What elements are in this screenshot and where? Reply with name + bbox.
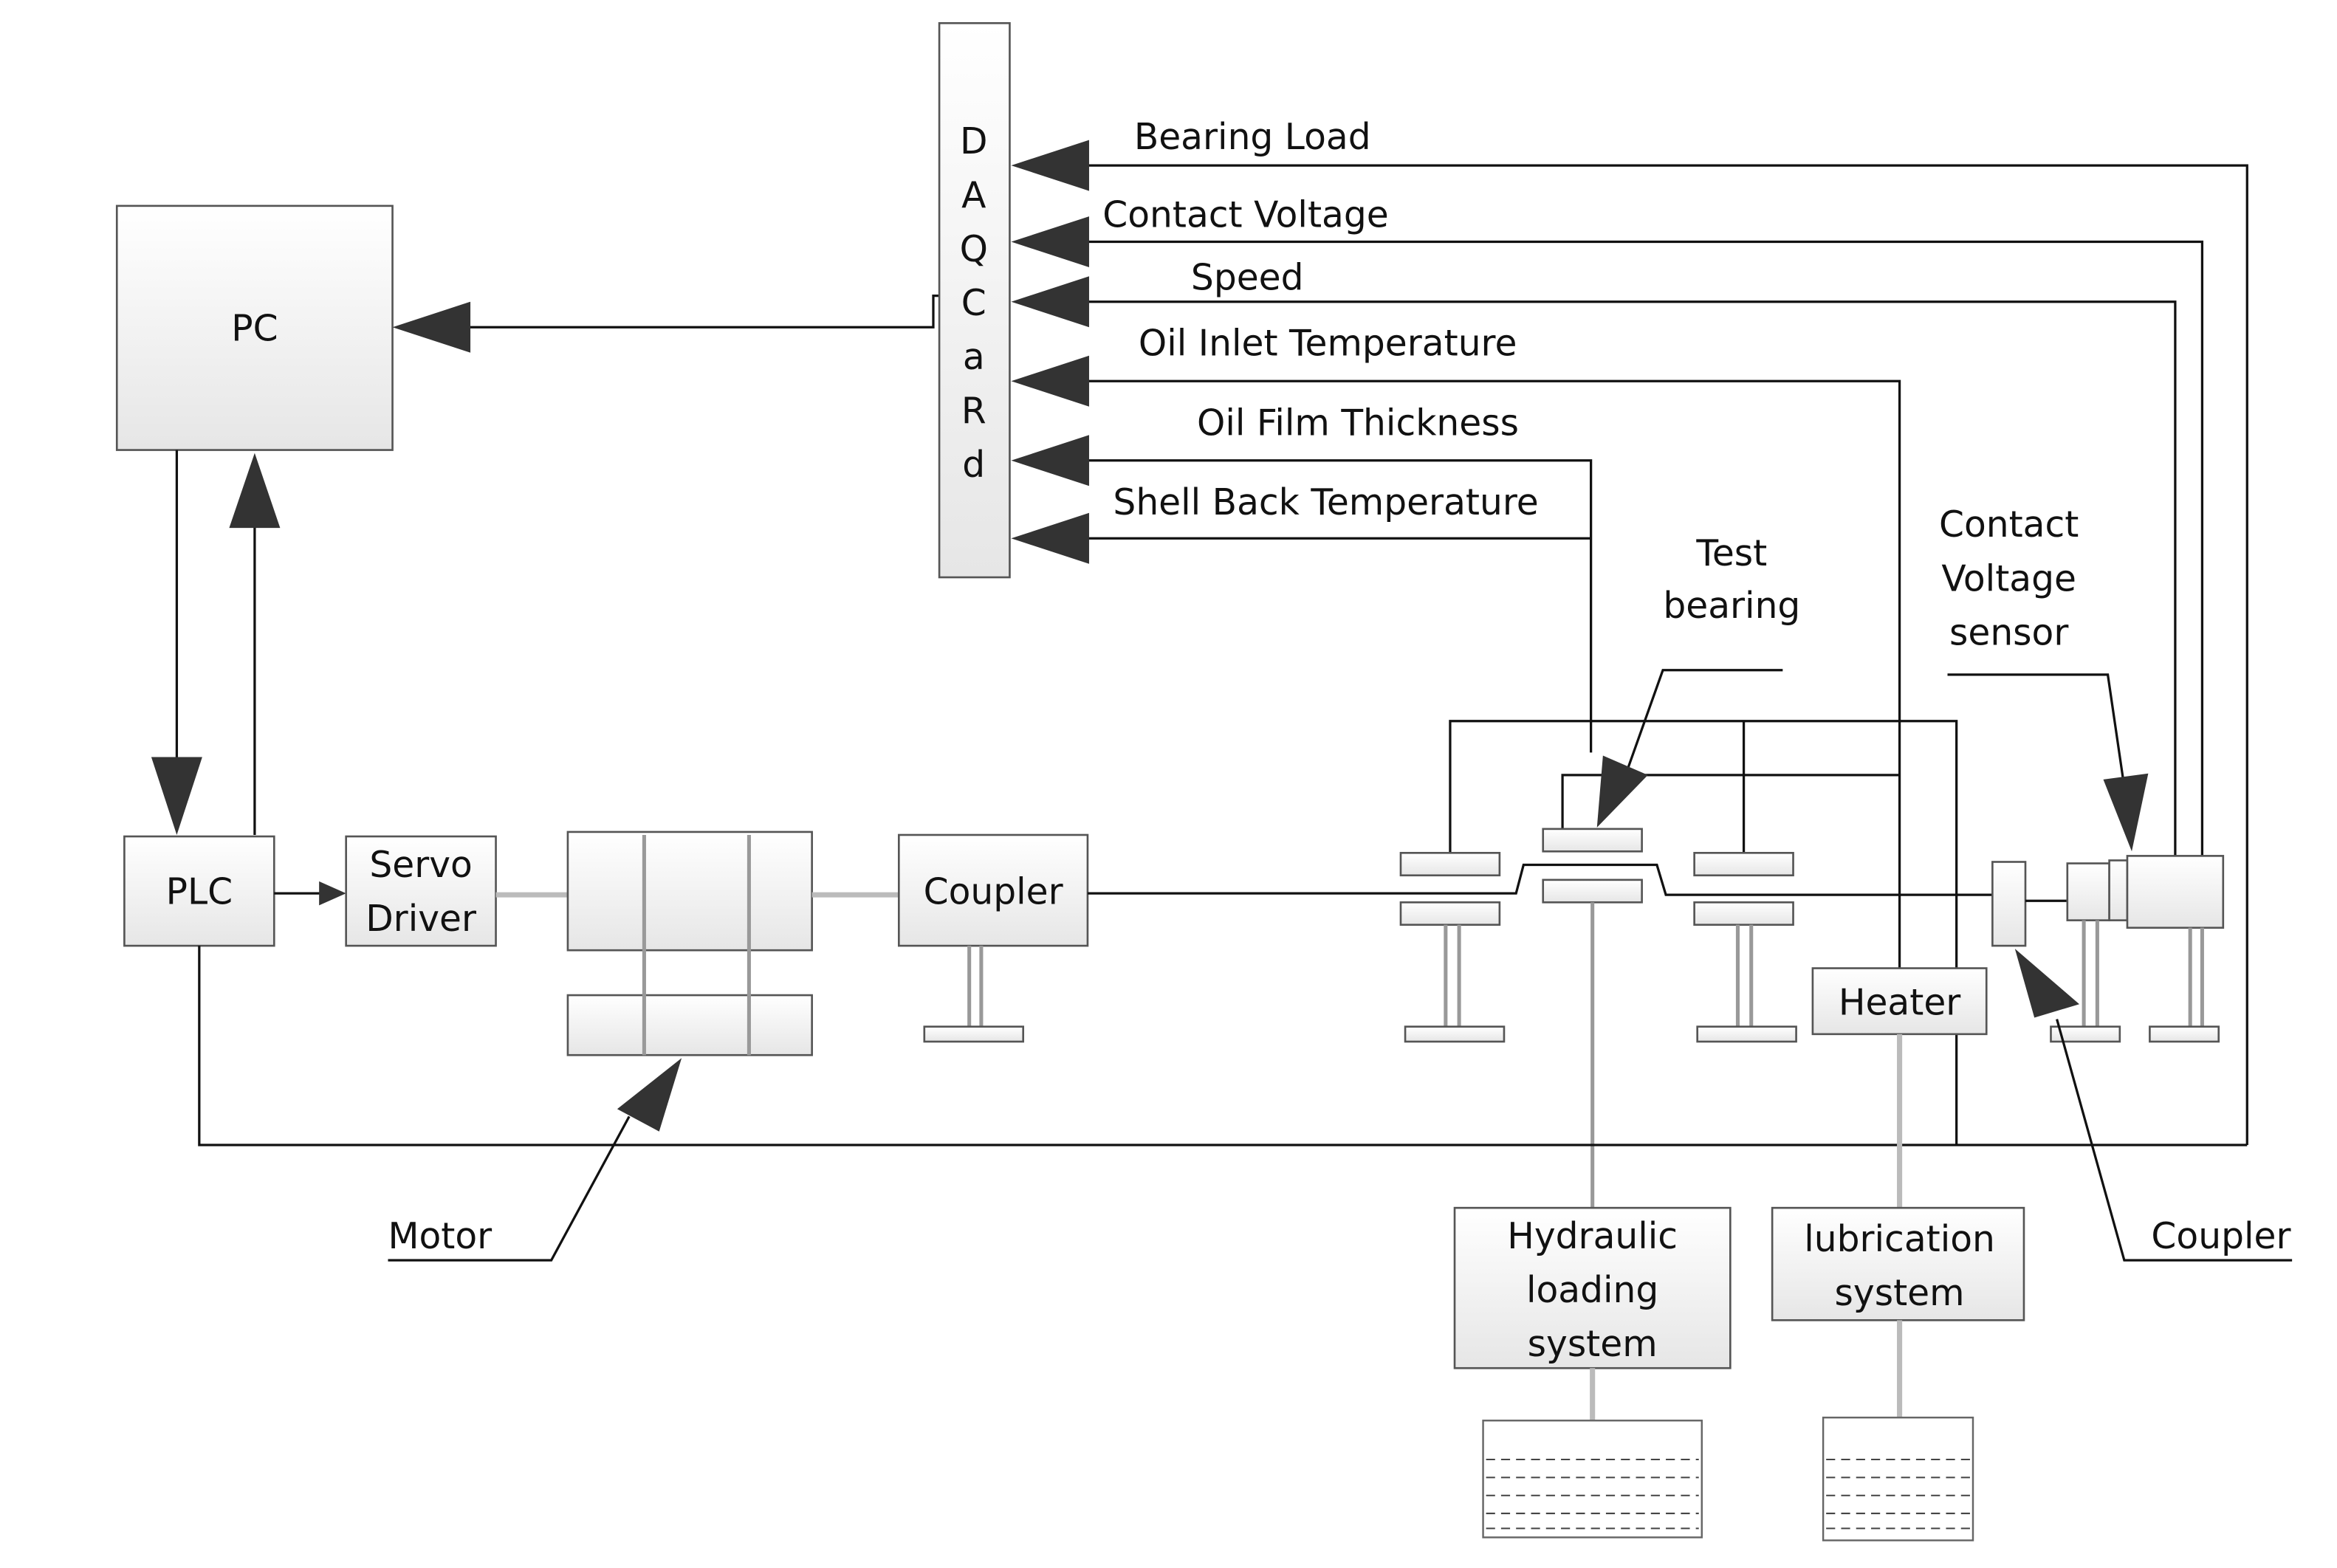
oil-inlet-temperature-label: Oil Inlet Temperature: [1139, 323, 1517, 365]
test-bearing-label-line2: bearing: [1663, 585, 1800, 627]
bearing-load-label: Bearing Load: [1134, 117, 1371, 158]
test-bearing-assembly: [1399, 720, 1958, 1208]
lubrication-tank: [1822, 1416, 1974, 1541]
plc-box: PLC: [123, 835, 275, 947]
contact-voltage-sensor-callout: Contact Voltage sensor: [1939, 504, 2149, 852]
test-bearing-callout: Test bearing: [1596, 533, 1800, 828]
motor-label: Motor: [388, 1216, 493, 1257]
motor: [566, 831, 813, 1056]
sensor-label-line2: Voltage: [1941, 558, 2076, 599]
daq-card: D A Q C a R d: [938, 22, 1011, 579]
oil-film-thickness-label: Oil Film Thickness: [1197, 402, 1519, 444]
main-shaft: [1087, 863, 1993, 896]
signal-bearing-load: Bearing Load: [1011, 117, 2248, 1145]
hydraulic-tank: [1482, 1420, 1703, 1538]
pc-label: PC: [231, 308, 278, 349]
coupler-box-label: Coupler: [924, 871, 1064, 912]
daq-letter: A: [961, 175, 986, 216]
hydraulic-line2: loading: [1526, 1270, 1658, 1311]
lubrication-system: lubrication system: [1771, 1206, 2025, 1321]
signal-contact-voltage: Contact Voltage: [1011, 194, 2204, 858]
plc-label: PLC: [166, 871, 233, 912]
daq-letter: a: [963, 337, 985, 378]
coupler-callout-label: Coupler: [2151, 1216, 2291, 1257]
coupler-box: Coupler: [897, 833, 1089, 947]
contact-voltage-label: Contact Voltage: [1102, 194, 1389, 235]
hydraulic-line3: system: [1528, 1324, 1658, 1365]
daq-letter: C: [961, 283, 986, 324]
pc-box: PC: [115, 204, 394, 451]
servo-driver-box: Servo Driver: [345, 835, 497, 947]
signal-shell-back-temperature: Shell Back Temperature: [1011, 482, 1591, 564]
coupler-stand: [923, 946, 1025, 1043]
heater-box: Heater: [1811, 967, 1988, 1036]
test-bearing-label-line1: Test: [1695, 533, 1767, 574]
sensor-label-line1: Contact: [1939, 504, 2079, 546]
plc-feedback-wire: [198, 946, 2248, 1146]
speed-label: Speed: [1191, 257, 1304, 298]
plc-to-servo-connector: [274, 881, 346, 906]
signal-oil-film-thickness: Oil Film Thickness: [1011, 402, 1593, 753]
shell-back-temperature-label: Shell Back Temperature: [1113, 482, 1538, 523]
daq-letter: D: [960, 121, 988, 162]
hydraulic-loading-system: Hydraulic loading system: [1453, 1206, 1732, 1369]
contact-voltage-sensor: [2050, 855, 2225, 1043]
pc-plc-connectors: [151, 450, 281, 835]
daq-to-pc-connector: [392, 294, 940, 353]
daq-letter: d: [962, 444, 985, 486]
hydraulic-line1: Hydraulic: [1507, 1216, 1678, 1257]
daq-letter: Q: [960, 229, 988, 270]
lubrication-line2: system: [1835, 1273, 1965, 1314]
daq-letter: R: [961, 391, 986, 432]
signal-oil-inlet-temperature: Oil Inlet Temperature: [1011, 323, 1901, 1207]
right-coupler: [1991, 861, 2027, 947]
coupler-callout: Coupler: [2014, 949, 2293, 1262]
heater-label: Heater: [1839, 982, 1961, 1023]
servo-driver-label-line1: Servo: [369, 845, 472, 886]
lubrication-line1: lubrication: [1804, 1219, 1995, 1260]
signal-speed: Speed: [1011, 257, 2177, 858]
servo-driver-label-line2: Driver: [366, 898, 477, 940]
motor-callout: Motor: [388, 1058, 682, 1262]
sensor-label-line3: sensor: [1949, 612, 2069, 653]
